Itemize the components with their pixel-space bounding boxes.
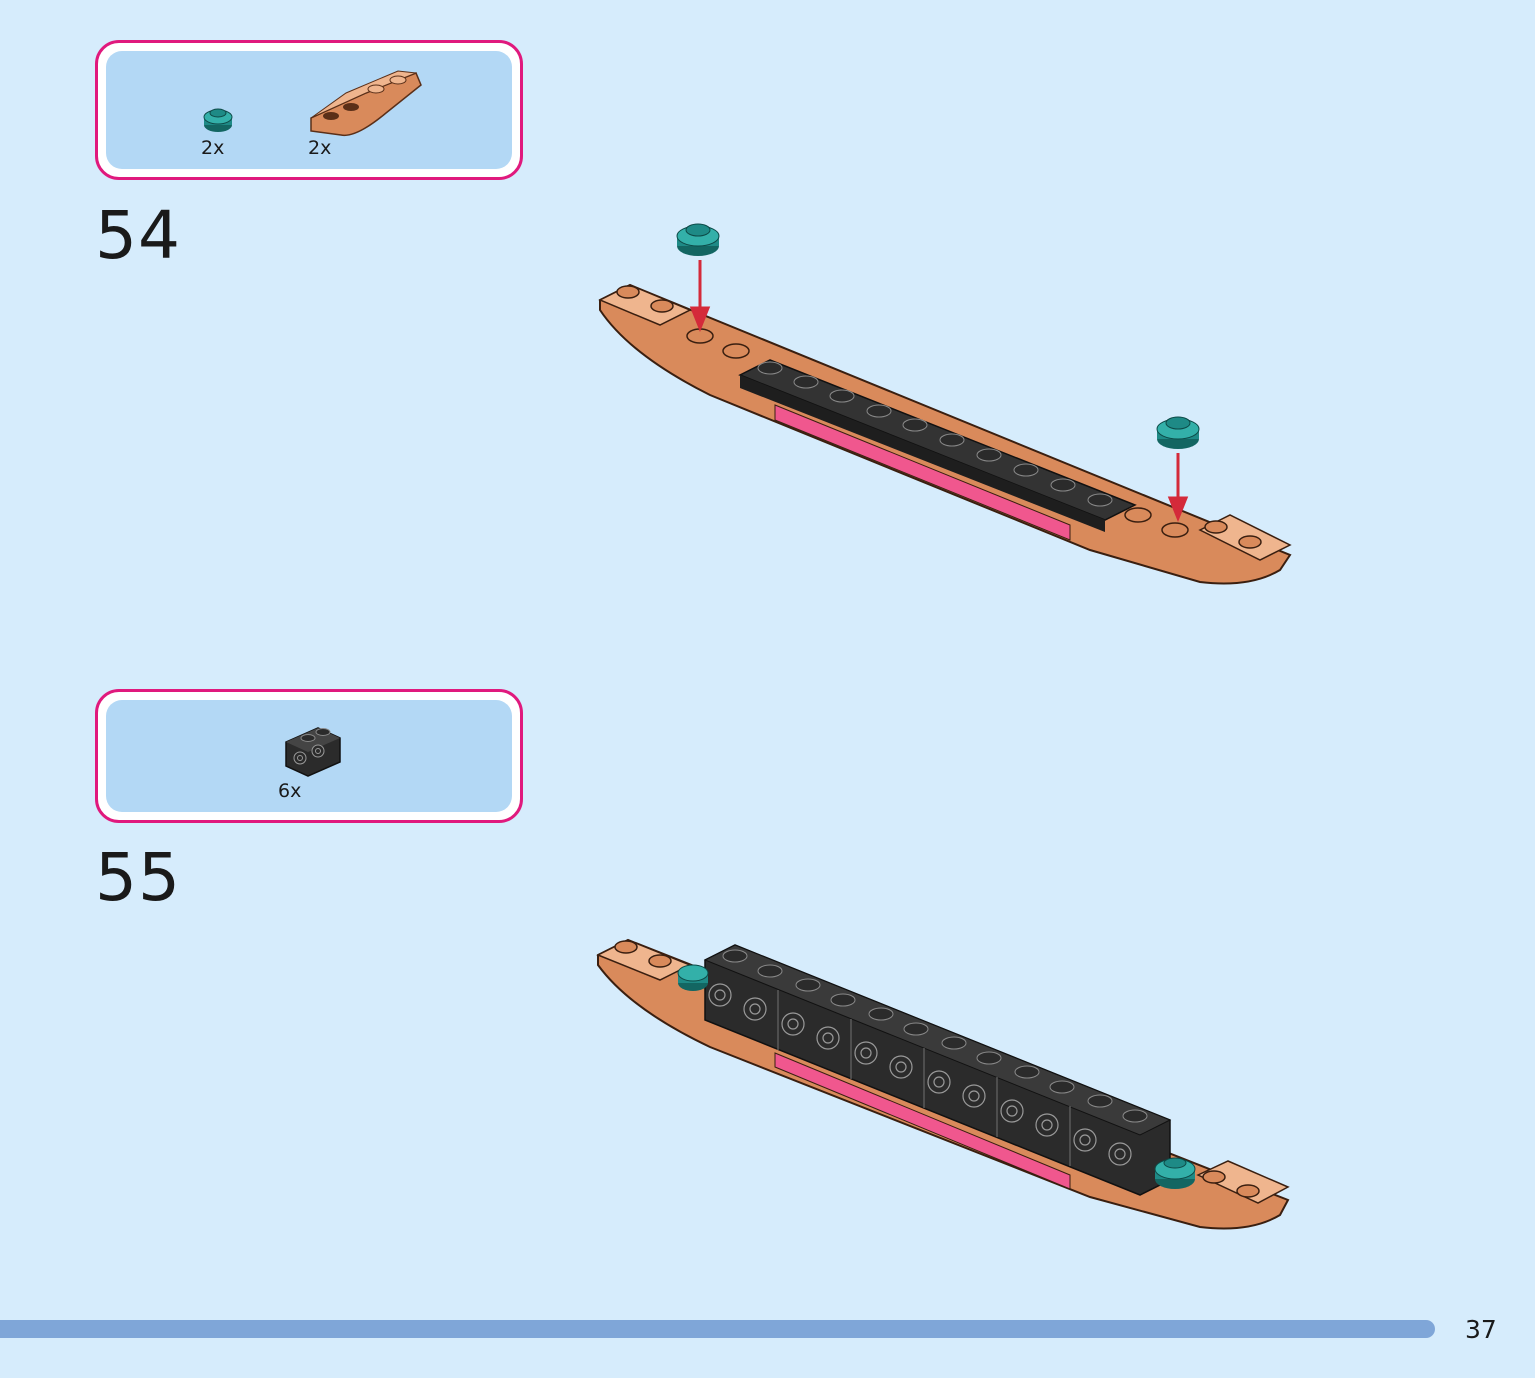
black-brick-with-side-studs-icon xyxy=(285,727,341,777)
part-quantity: 6x xyxy=(278,780,302,802)
part-quantity: 2x xyxy=(201,137,225,159)
page-footer-bar xyxy=(0,1320,1435,1338)
parts-callout-inner: 6x xyxy=(106,700,512,812)
build-illustration-step-55 xyxy=(596,938,1290,1230)
page-number: 37 xyxy=(1465,1315,1497,1344)
parts-callout-inner: 2x 2x xyxy=(106,51,512,169)
step-number: 54 xyxy=(95,197,181,274)
teal-round-plate-icon xyxy=(203,108,233,132)
build-illustration-step-54 xyxy=(598,223,1292,585)
parts-callout-step-55: 6x xyxy=(95,689,523,823)
part-quantity: 2x xyxy=(308,137,332,159)
parts-callout-step-54: 2x 2x xyxy=(95,40,523,180)
nougat-curved-slope-icon xyxy=(310,70,422,137)
step-number: 55 xyxy=(95,839,181,916)
